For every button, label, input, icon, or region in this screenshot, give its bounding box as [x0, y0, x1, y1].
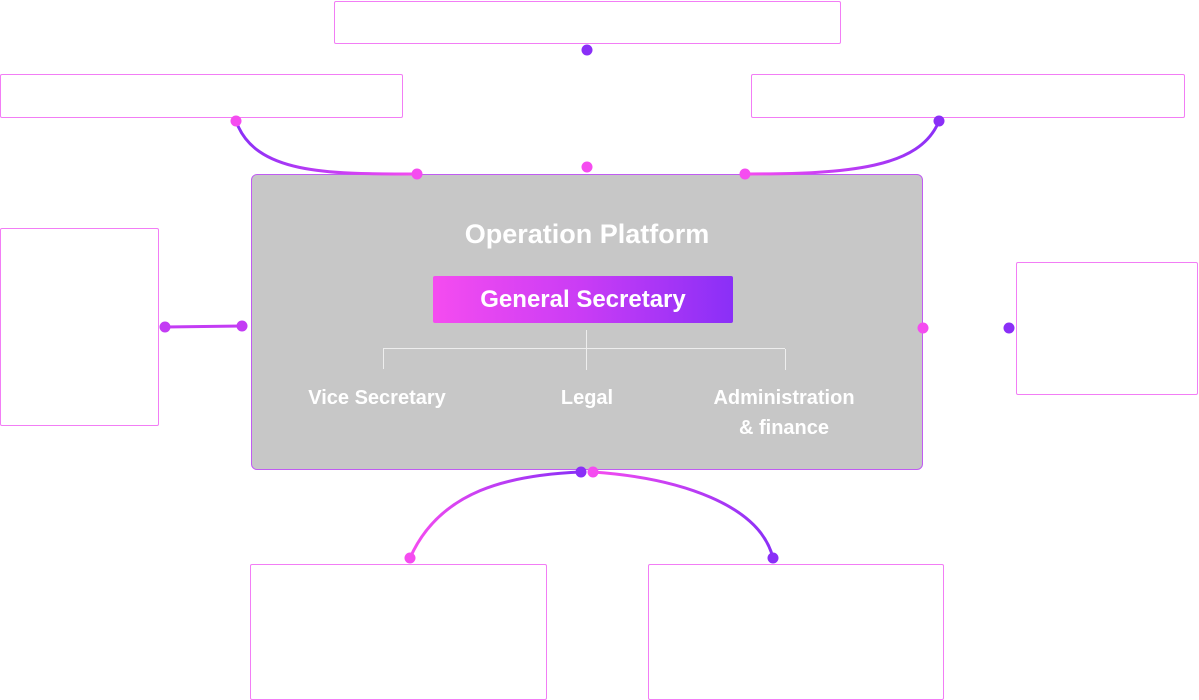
top-center-box[interactable]	[334, 1, 841, 44]
top-right-box[interactable]	[751, 74, 1185, 118]
link-top-left	[234, 120, 418, 176]
tree-stem	[586, 330, 587, 370]
tree-branch-left	[383, 348, 384, 369]
tree-bar	[383, 348, 785, 349]
dept-administration-finance[interactable]: Administration & finance	[713, 387, 855, 439]
right-box[interactable]	[1016, 262, 1198, 395]
dept-vice-secretary[interactable]: Vice Secretary	[308, 387, 446, 409]
link-top-center-end-dot	[581, 161, 593, 173]
link-bottom-left	[408, 470, 582, 559]
general-secretary-label: General Secretary	[480, 285, 686, 313]
link-bottom-right-end-dot	[767, 552, 779, 564]
top-left-box[interactable]	[0, 74, 403, 118]
left-box[interactable]	[0, 228, 159, 426]
link-right-end-dot	[1003, 322, 1015, 334]
bottom-right-box[interactable]	[648, 564, 944, 700]
dept-legal[interactable]: Legal	[560, 387, 614, 409]
link-left-start-dot	[159, 321, 171, 333]
bottom-left-box[interactable]	[250, 564, 547, 700]
platform-title: Operation Platform	[464, 219, 710, 249]
link-top-right	[744, 120, 941, 176]
link-left-end-dot	[236, 320, 248, 332]
link-bottom-left-start-dot	[404, 552, 416, 564]
link-top-center-start-dot	[581, 44, 593, 56]
operation-platform-panel: Operation Platform General Secretary Vic…	[251, 174, 923, 470]
link-left	[164, 324, 243, 329]
tree-branch-right	[785, 349, 786, 370]
general-secretary-node[interactable]: General Secretary	[433, 276, 733, 323]
link-bottom-right	[592, 470, 775, 559]
